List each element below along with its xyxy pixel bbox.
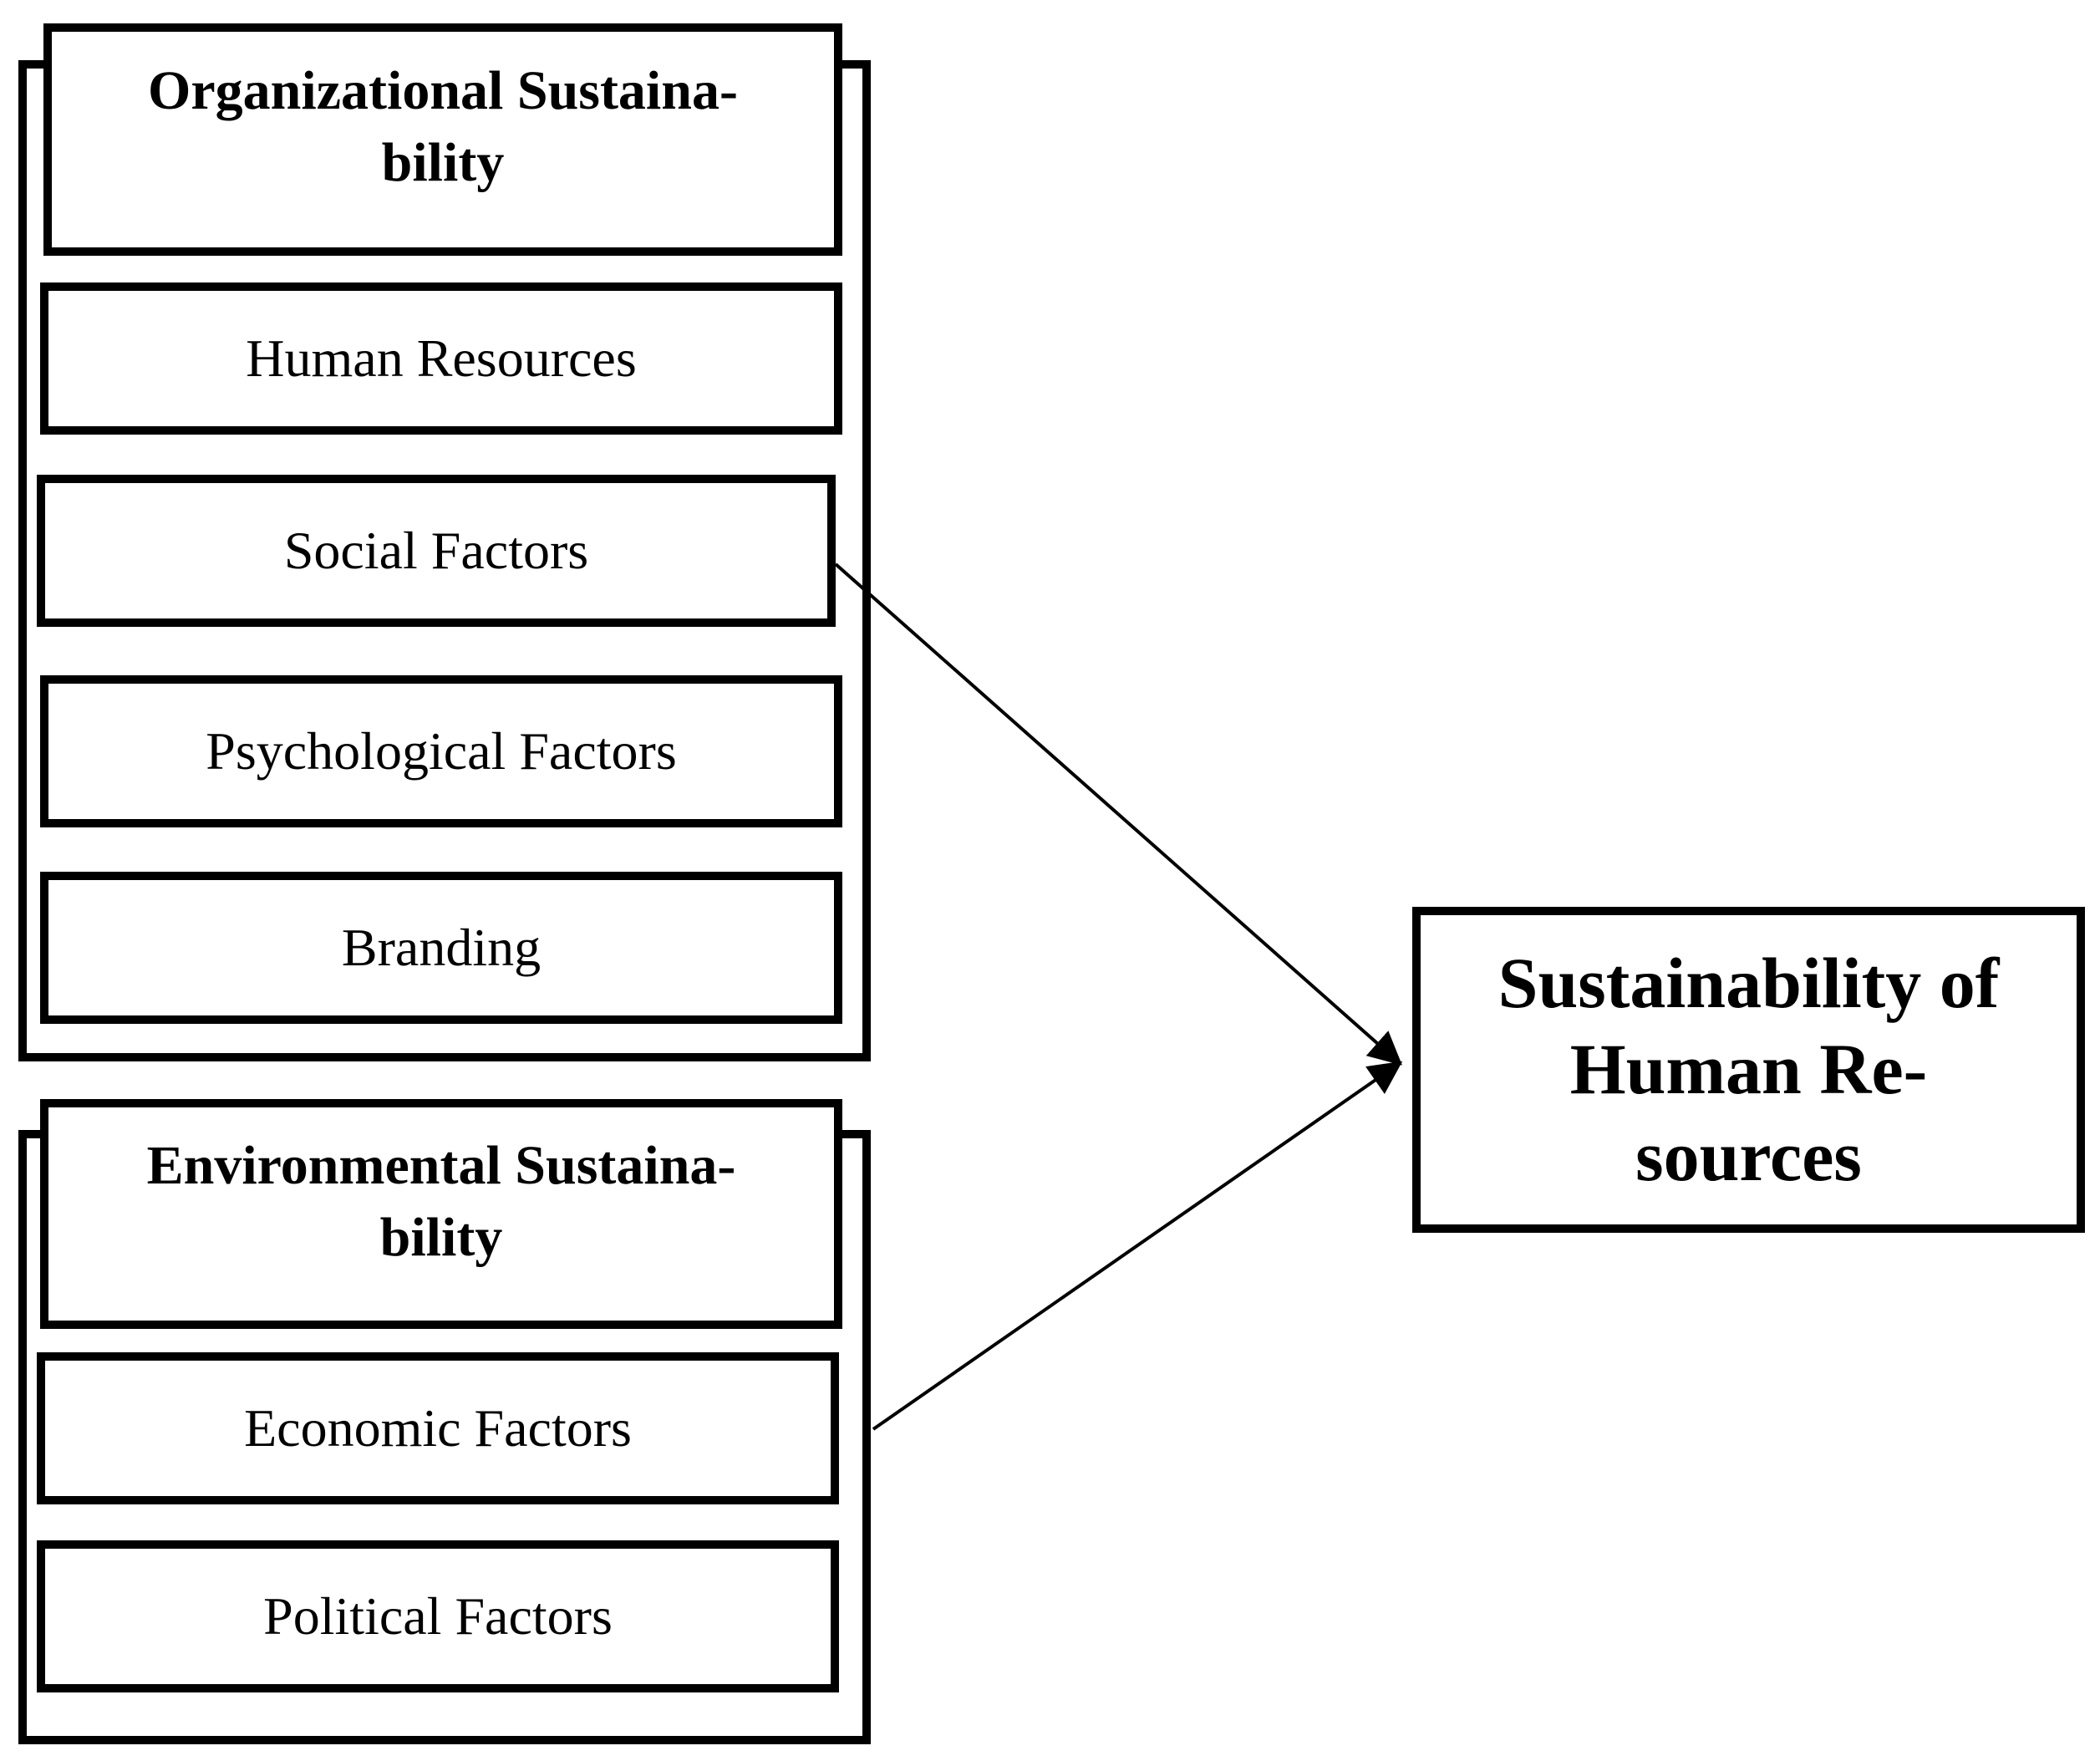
item-box-social-factors: Social Factors	[37, 475, 836, 627]
item-label-social-factors: Social Factors	[283, 521, 589, 581]
environmental-header-title: Environmental Sustaina- bility	[146, 1134, 736, 1268]
environmental-header-box: Environmental Sustaina- bility	[40, 1099, 842, 1329]
item-label-economic-factors: Economic Factors	[244, 1398, 632, 1458]
arrow-organizational-to-target	[834, 562, 1402, 1066]
item-label-human-resources: Human Resources	[246, 328, 637, 389]
organizational-header-box: Organizational Sustaina- bility	[43, 23, 842, 256]
item-label-branding: Branding	[341, 918, 542, 978]
item-box-economic-factors: Economic Factors	[37, 1352, 839, 1504]
item-box-branding: Branding	[40, 872, 842, 1024]
item-box-psychological-factors: Psychological Factors	[40, 675, 842, 827]
item-label-political-factors: Political Factors	[263, 1586, 613, 1646]
target-title: Sustainability of Human Re- sources	[1497, 943, 2000, 1196]
arrow-environmental-to-target	[872, 1061, 1403, 1431]
item-label-psychological-factors: Psychological Factors	[206, 721, 677, 781]
item-box-political-factors: Political Factors	[37, 1540, 839, 1692]
organizational-header-title: Organizational Sustaina- bility	[148, 60, 738, 193]
item-box-human-resources: Human Resources	[40, 282, 842, 435]
target-box: Sustainability of Human Re- sources	[1412, 907, 2085, 1233]
